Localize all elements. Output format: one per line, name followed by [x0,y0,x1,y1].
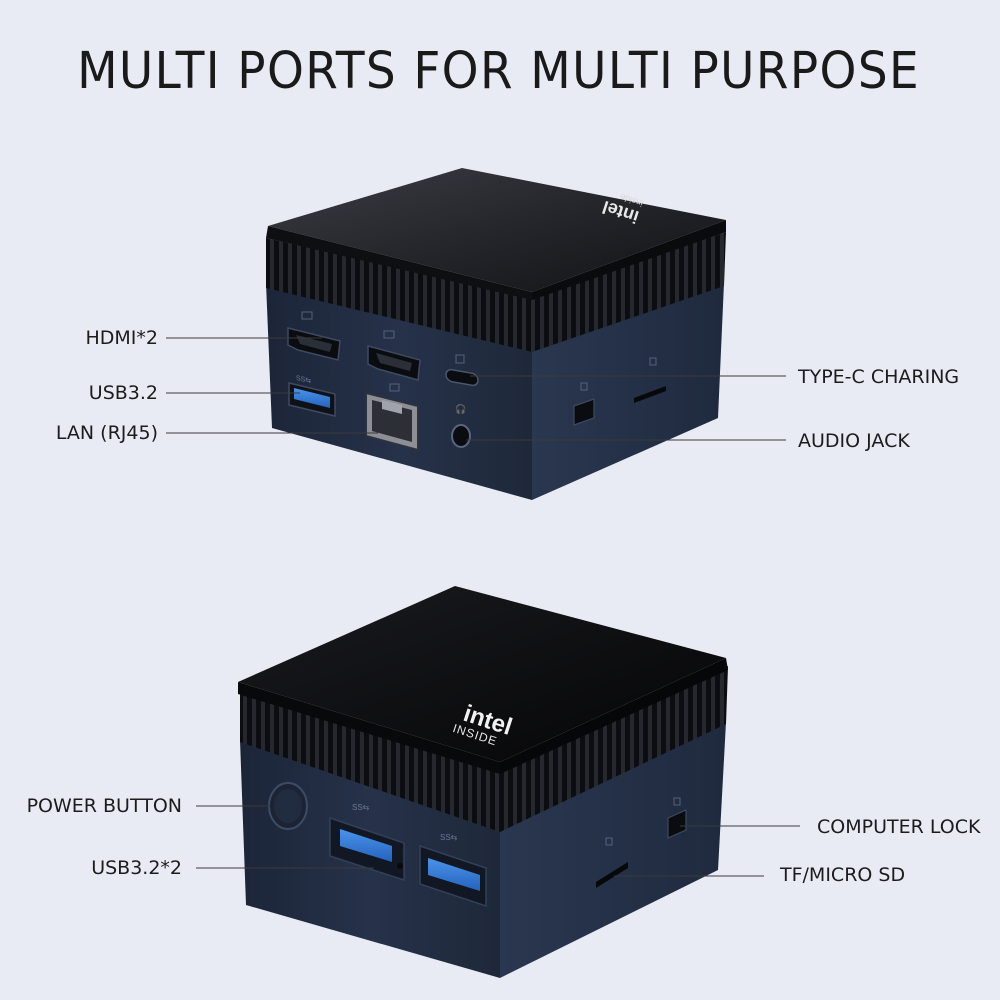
svg-text:SS⇆: SS⇆ [296,375,311,385]
top-mini-pc: intel inside SS⇆ [266,168,726,500]
usb-a-port-top: SS⇆ [288,375,336,417]
side-lock-top [573,382,595,426]
computer-lock-slot [667,797,687,839]
top-vents-front [266,238,532,352]
top-vents-side [532,232,726,352]
usb-c-port [445,354,479,387]
microsd-slot [596,837,628,888]
audio-jack: 🎧 [451,403,471,448]
usb-a-port-bottom-2: SS⇆ [419,833,487,908]
power-button [268,782,308,830]
bottom-body-side [500,722,726,978]
top-body-side [532,283,724,500]
callout-audio-jack: AUDIO JACK [798,430,910,452]
svg-text:SS⇆: SS⇆ [440,833,458,842]
hdmi-port-1 [287,311,341,361]
top-lid [268,168,726,292]
page-title: MULTI PORTS FOR MULTI PURPOSE [77,42,921,101]
bottom-vents-side [500,666,728,832]
callout-type-c: TYPE-C CHARING [798,366,960,388]
bottom-mini-pc: intel INSIDE SS⇆ SS⇆ [238,586,728,978]
callout-hdmi: HDMI*2 [85,327,158,349]
callout-tf-microsd: TF/MICRO SD [780,864,906,886]
usb-a-port-bottom-1: SS⇆ [329,803,405,882]
bottom-leader-lines [196,805,800,877]
callout-usb32x2: USB3.2*2 [91,857,182,879]
top-leader-lines [166,337,786,441]
callout-computer-lock: COMPUTER LOCK [817,816,981,838]
svg-text:SS⇆: SS⇆ [352,803,370,812]
bottom-vents-front [240,690,500,832]
rj45-port [365,383,419,452]
bottom-lid [238,586,726,762]
svg-text:🎧: 🎧 [455,403,466,414]
callout-power-button: POWER BUTTON [26,795,182,817]
hdmi-port-2 [367,330,421,381]
side-microsd-top [634,357,666,403]
callout-lan: LAN (RJ45) [55,422,158,444]
callout-usb32: USB3.2 [88,382,158,404]
